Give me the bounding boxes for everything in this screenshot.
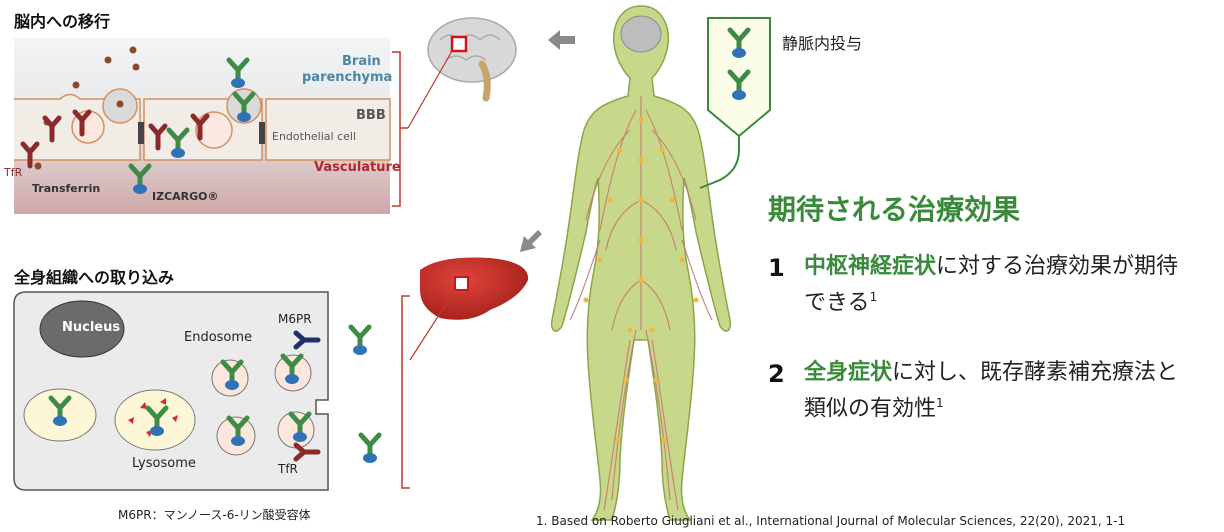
effect-text: に対し、既存酵素補充療法と (892, 360, 1178, 385)
effect-highlight: 全身症状 (804, 360, 892, 385)
brain-label: Brain (342, 54, 381, 69)
bbb-label: BBB (356, 108, 386, 123)
iv-bag (700, 18, 770, 188)
effect-sup: 1 (870, 290, 878, 304)
effect-sup: 1 (936, 396, 944, 410)
effect-number: 2 (768, 360, 785, 388)
parenchyma-label: parenchyma (302, 70, 392, 85)
lysosome-label: Lysosome (132, 456, 196, 471)
effect-text-line2: 類似の有効性 (804, 396, 936, 421)
effects-title: 期待される治療効果 (768, 188, 1020, 228)
reference-footnote: 1. Based on Roberto Giugliani et al., In… (536, 514, 1220, 528)
tissue-panel-title: 全身組織への取り込み (14, 264, 174, 288)
nucleus-label: Nucleus (62, 320, 120, 335)
tfr-label-cell: TfR (278, 462, 298, 476)
arrow-to-brain (548, 30, 575, 50)
brain-panel-title: 脳内への移行 (14, 8, 110, 32)
m6pr-label: M6PR (278, 312, 312, 326)
liver-illustration (410, 258, 528, 361)
arrow-to-liver (520, 230, 542, 252)
human-body-figure (552, 6, 731, 520)
vasculature-label: Vasculature (314, 160, 401, 175)
effect-highlight: 中枢神経症状 (804, 254, 936, 279)
effect-text-line2: できる (804, 290, 870, 315)
effect-item-1: 1 中枢神経症状に対する治療効果が期待 できる1 (768, 252, 1218, 318)
effect-item-2: 2 全身症状に対し、既存酵素補充療法と 類似の有効性1 (768, 358, 1218, 424)
tfr-label-brain: TfR (4, 166, 22, 179)
effect-number: 1 (768, 254, 785, 282)
brain-illustration (408, 18, 516, 128)
endothelial-label: Endothelial cell (272, 130, 356, 143)
endosome-label: Endosome (184, 330, 252, 345)
izcargo-label: IZCARGO® (152, 190, 219, 203)
effect-text: に対する治療効果が期待 (936, 254, 1178, 279)
m6pr-footnote: M6PR：マンノース-6-リン酸受容体 (118, 506, 311, 523)
iv-administration-label: 静脈内投与 (782, 30, 862, 54)
transferrin-label: Transferrin (32, 182, 100, 195)
